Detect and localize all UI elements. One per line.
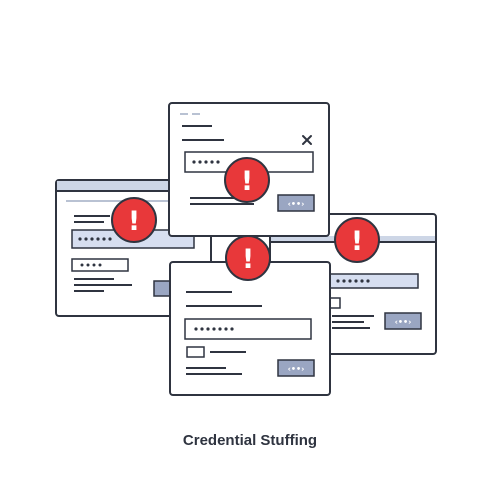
credential-stuffing-illustration: ‹••› (55, 102, 437, 396)
arrows-button-icon: ‹••› (288, 365, 305, 374)
exclamation-circle-icon: ! (111, 197, 157, 243)
caption-title: Credential Stuffing (182, 432, 318, 449)
close-x-icon (302, 135, 312, 145)
password-dots (192, 160, 220, 164)
exclamation-circle-icon: ! (224, 157, 270, 203)
alert-mark: ! (242, 244, 254, 275)
alert-mark: ! (241, 166, 253, 197)
exclamation-circle-icon: ! (334, 217, 380, 263)
arrows-button-icon: ‹••› (395, 318, 412, 327)
password-dots (78, 237, 112, 241)
submit-button (384, 312, 422, 330)
arrows-button-icon: ‹••› (288, 200, 305, 209)
submit-button (277, 194, 315, 212)
login-window-front: ‹••› (169, 261, 331, 396)
exclamation-circle-icon: ! (225, 235, 271, 281)
alert-mark: ! (351, 226, 363, 257)
password-dots (194, 327, 234, 331)
password-field (184, 318, 312, 340)
password-dots (336, 279, 370, 283)
alert-mark: ! (128, 206, 140, 237)
submit-button (277, 359, 315, 377)
